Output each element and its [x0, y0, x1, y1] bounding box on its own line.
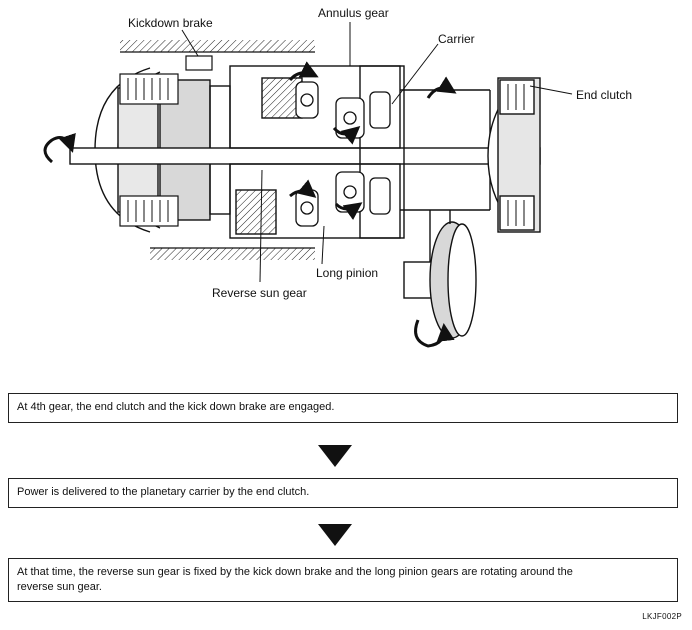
kickdown-plates [119, 55, 213, 227]
label-reverse-sun-gear: Reverse sun gear [212, 286, 307, 300]
label-end-clutch: End clutch [576, 88, 633, 102]
down-arrow-icon [318, 524, 352, 546]
figure-code: LKJF002P [642, 612, 682, 621]
output-gear [403, 210, 477, 339]
label-kickdown-brake: Kickdown brake [128, 16, 213, 30]
step-box-3: At that time, the reverse sun gear is fi… [8, 558, 678, 602]
down-arrow-icon [318, 445, 352, 467]
rotation-arrows [43, 61, 457, 348]
label-long-pinion: Long pinion [316, 266, 379, 280]
housing-bottom [150, 247, 315, 260]
end-clutch-drum [487, 77, 541, 233]
step-box-1: At 4th gear, the end clutch and the kick… [8, 393, 678, 423]
planetary-housing [229, 65, 491, 239]
label-annulus-gear: Annulus gear [318, 6, 389, 20]
main-shaft [69, 147, 541, 165]
label-carrier: Carrier [438, 32, 475, 46]
transmission-diagram [43, 22, 573, 348]
step-box-2: Power is delivered to the planetary carr… [8, 478, 678, 508]
leader-lines [181, 22, 573, 283]
housing-top [120, 40, 315, 53]
